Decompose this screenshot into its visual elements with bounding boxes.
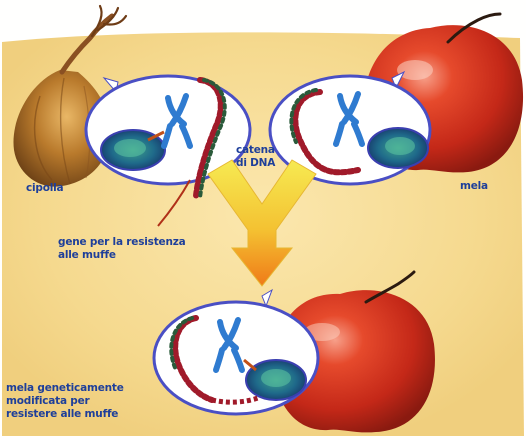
gm-apple-label: mela geneticamente modificata per resist…	[6, 382, 124, 421]
gene-label-line2: alle muffe	[58, 249, 186, 262]
gm-apple-label-line1: mela geneticamente	[6, 382, 124, 395]
onion-label: cipolla	[26, 182, 63, 195]
dna-chain-label-line2: di DNA	[236, 157, 275, 170]
apple-label-text: mela	[460, 180, 488, 192]
gene-label-line1: gene per la resistenza	[58, 236, 186, 249]
gm-apple-label-line3: resistere alle muffe	[6, 408, 124, 421]
onion-label-text: cipolla	[26, 182, 63, 194]
dna-chain-label: catena di DNA	[236, 144, 275, 170]
dna-chain-label-line1: catena	[236, 144, 275, 157]
gm-apple-label-line2: modificata per	[6, 395, 124, 408]
apple-label: mela	[460, 180, 488, 193]
gene-label: gene per la resistenza alle muffe	[58, 236, 186, 262]
